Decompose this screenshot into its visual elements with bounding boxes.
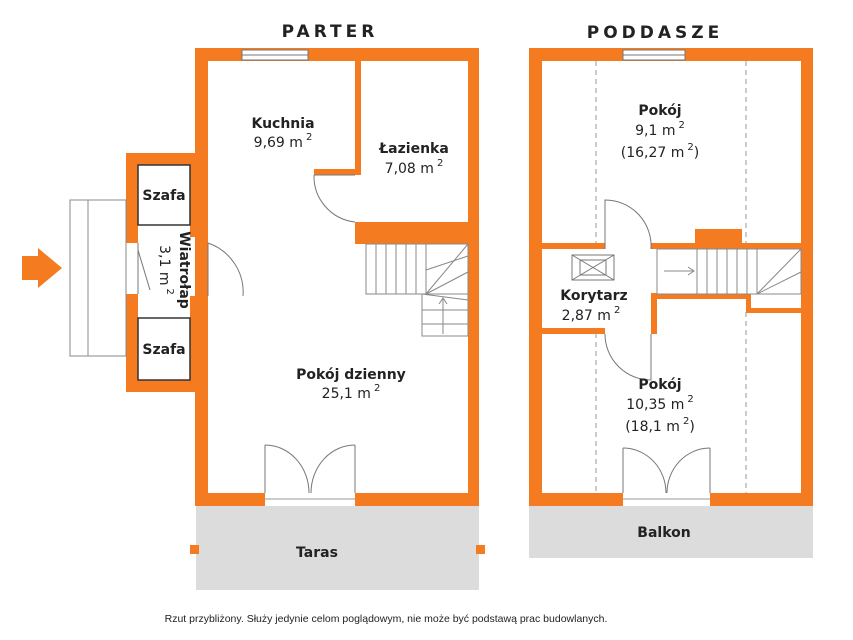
wall-south-right-poddasze [710,493,813,506]
chimney-poddasze [695,229,742,245]
wall-room-bottom-left [542,328,605,334]
parter-plan [22,48,485,590]
korytarz-label: Korytarz [560,288,627,304]
roof-hatch [571,254,615,281]
lazienka-label: Łazienka [378,141,449,157]
wall-south-left [195,493,265,506]
szafa-top-box [137,164,191,226]
taras-label: Taras [296,545,338,561]
wall-kitchen-door [314,169,361,175]
wall-east [468,48,479,506]
pokoj-top-label: Pokój [638,103,681,119]
corridor-doors [604,199,652,381]
szafa-top-label: Szafa [142,188,185,204]
wall-room-top-right [651,243,801,249]
title-poddasze: PODDASZE [587,23,723,43]
wiatrolap-area: 3,1 m2 [156,245,175,295]
disclaimer-note: Rzut przybliżony. Służy jedynie celom po… [165,613,608,625]
wall-bath-south [355,222,468,244]
wall-stair-east [746,308,801,313]
balcony-door [622,447,711,500]
wall-room-top-left [542,243,605,249]
knee-wall-lines [595,61,747,493]
wall-kitchen-bath [355,61,361,171]
szafa-bottom-label: Szafa [142,342,185,358]
taras-area [196,506,479,590]
kuchnia-label: Kuchnia [251,116,314,132]
wall-corridor-east [651,293,657,334]
terrace-post-left [190,545,199,554]
door-arc-wiatrolap [207,242,244,297]
wall-south-left-poddasze [529,493,623,506]
balkon-label: Balkon [637,525,690,541]
stairs-poddasze [656,248,802,295]
wall-east-poddasze [801,48,813,506]
stairs-parter [365,243,469,337]
wall-west [195,48,208,506]
wall-west-poddasze [529,48,542,506]
szafa-bottom-box [137,317,191,381]
wall-south-right [355,493,479,506]
pokoj-bottom-label: Pokój [638,377,681,393]
balkon-area [529,506,813,558]
entrance-arrow-icon [22,248,62,288]
entrance-steps [69,199,127,357]
wiatrolap-label: Wiatrołap [176,231,192,309]
terrace-door [264,444,356,500]
title-parter: PARTER [282,22,379,42]
poddasze-plan [529,48,813,558]
wiatrolap-block [126,153,244,392]
pokoj-dzienny-label: Pokój dzienny [296,367,406,383]
wall-stair-south [651,294,751,299]
terrace-post-right [476,545,485,554]
door-arc-bathroom [313,174,356,223]
wall-north [195,48,479,61]
